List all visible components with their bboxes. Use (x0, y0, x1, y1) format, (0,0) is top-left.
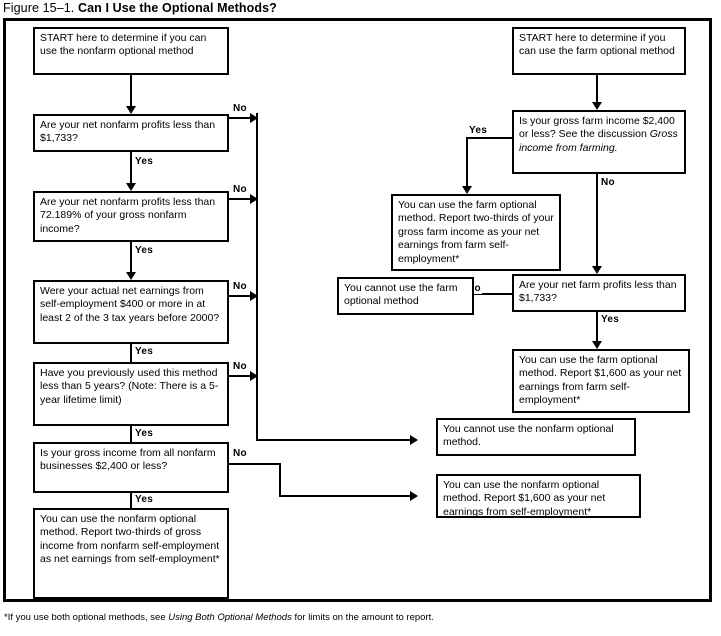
node-nonfarm-q5-text: Is your gross income from all nonfarm bu… (40, 447, 216, 473)
arrowhead-q2-q3 (126, 272, 136, 280)
edge-label-q5-no: No (232, 448, 248, 459)
connector-q3-q4 (130, 344, 132, 377)
figure-footnote: *If you use both optional methods, see U… (4, 612, 434, 624)
node-nonfarm-start: START here to determine if you can use t… (33, 27, 229, 75)
edge-label-farm-q2-yes: Yes (600, 314, 621, 325)
figure-title: Figure 15–1. Can I Use the Optional Meth… (3, 1, 277, 16)
node-farm-q1-italic: Gross income from farming. (519, 128, 678, 154)
connector-q2-q3 (130, 242, 132, 276)
arrowhead-no-bus-to-cannot (410, 435, 418, 445)
node-nonfarm-q4-text: Have you previously used this method les… (40, 367, 219, 406)
node-nonfarm-q5: Is your gross income from all nonfarm bu… (33, 442, 229, 493)
node-nonfarm-cannot-text: You cannot use the nonfarm optional meth… (443, 423, 614, 449)
connector-q4-no (229, 375, 254, 377)
node-nonfarm-q3: Were your actual net earnings from self-… (33, 280, 229, 344)
node-nonfarm-q1-text: Are your net nonfarm profits less than $… (40, 119, 216, 145)
connector-q5-no-h1 (229, 463, 281, 465)
connector-q5-no-v (279, 463, 281, 497)
arrowhead-q1-no (250, 113, 258, 123)
connector-farm-start-q1 (596, 75, 598, 106)
edge-label-q2-no: No (232, 184, 248, 195)
edge-label-farm-q1-yes: Yes (468, 125, 489, 136)
node-farm-cannot-text: You cannot use the farm optional method (344, 282, 458, 308)
node-farm-q2-text: Are your net farm profits less than $1,7… (519, 279, 677, 305)
edge-label-q1-no: No (232, 103, 248, 114)
connector-farm-q1-no (596, 174, 598, 270)
edge-label-farm-q1-no: No (600, 177, 616, 188)
connector-farm-q1-yes-v (466, 137, 468, 190)
edge-label-q2-yes: Yes (134, 245, 155, 256)
arrowhead-q1-q2 (126, 183, 136, 191)
node-farm-result-twothirds: You can use the farm optional method. Re… (391, 194, 561, 271)
arrowhead-q3-no (250, 291, 258, 301)
node-nonfarm-result-yes: You can use the nonfarm optional method.… (33, 508, 229, 599)
arrowhead-farm-q1-no (592, 266, 602, 274)
arrowhead-q5-no (410, 491, 418, 501)
node-nonfarm-q4: Have you previously used this method les… (33, 362, 229, 426)
node-farm-q2: Are your net farm profits less than $1,7… (512, 274, 686, 312)
connector-q1-no (229, 117, 254, 119)
connector-no-bus-trunk (256, 113, 258, 441)
connector-farm-q2-yes (596, 312, 598, 345)
arrowhead-nonfarm-start-q1 (126, 106, 136, 114)
node-nonfarm-q2-text: Are your net nonfarm profits less than 7… (40, 196, 216, 235)
connector-q3-no (229, 295, 254, 297)
connector-q1-q2 (130, 152, 132, 187)
figure-name: Can I Use the Optional Methods? (77, 1, 277, 15)
arrowhead-farm-q2-yes (592, 341, 602, 349)
node-farm-result-twothirds-text: You can use the farm optional method. Re… (398, 199, 554, 265)
node-farm-start: START here to determine if you can use t… (512, 27, 686, 75)
node-nonfarm-result-yes-text: You can use the nonfarm optional method.… (40, 513, 220, 566)
edge-label-q1-yes: Yes (134, 156, 155, 167)
node-nonfarm-q2: Are your net nonfarm profits less than 7… (33, 191, 229, 242)
node-farm-start-text: START here to determine if you can use t… (519, 32, 675, 58)
arrowhead-q4-no (250, 371, 258, 381)
node-farm-q1: Is your gross farm income $2,400 or less… (512, 110, 686, 174)
connector-farm-q2-no (447, 293, 512, 295)
footnote-italic-reference: Using Both Optional Methods (168, 612, 292, 623)
edge-label-q4-yes: Yes (134, 428, 155, 439)
node-nonfarm-q1: Are your net nonfarm profits less than $… (33, 114, 229, 152)
edge-label-q3-no: No (232, 281, 248, 292)
node-nonfarm-cannot: You cannot use the nonfarm optional meth… (436, 418, 636, 456)
node-farm-can-1600-text: You can use the farm optional method. Re… (519, 354, 682, 407)
node-nonfarm-q3-text: Were your actual net earnings from self-… (40, 285, 220, 324)
arrowhead-q2-no (250, 194, 258, 204)
connector-q5-no-h2 (279, 495, 414, 497)
arrowhead-farm-q1-yes (462, 186, 472, 194)
footnote-prefix: *If you use both optional methods, see (4, 612, 169, 623)
connector-nonfarm-start-q1 (130, 75, 132, 110)
footnote-suffix: for limits on the amount to report. (291, 612, 434, 623)
connector-no-bus-to-cannot (256, 439, 414, 441)
arrowhead-farm-start-q1 (592, 102, 602, 110)
figure-number: Figure 15–1. (3, 1, 75, 15)
node-farm-cannot: You cannot use the farm optional method (337, 277, 474, 315)
node-nonfarm-start-text: START here to determine if you can use t… (40, 32, 207, 58)
connector-farm-q1-yes-h (466, 137, 512, 139)
flowchart-frame: START here to determine if you can use t… (3, 18, 712, 602)
edge-label-q4-no: No (232, 361, 248, 372)
node-farm-q1-text: Is your gross farm income $2,400 or less… (519, 115, 675, 141)
edge-label-q5-yes: Yes (134, 494, 155, 505)
node-nonfarm-can-1600: You can use the nonfarm optional method.… (436, 474, 641, 518)
node-nonfarm-can-1600-text: You can use the nonfarm optional method.… (443, 479, 606, 518)
connector-q2-no (229, 198, 254, 200)
edge-label-q3-yes: Yes (134, 346, 155, 357)
node-farm-can-1600: You can use the farm optional method. Re… (512, 349, 690, 413)
